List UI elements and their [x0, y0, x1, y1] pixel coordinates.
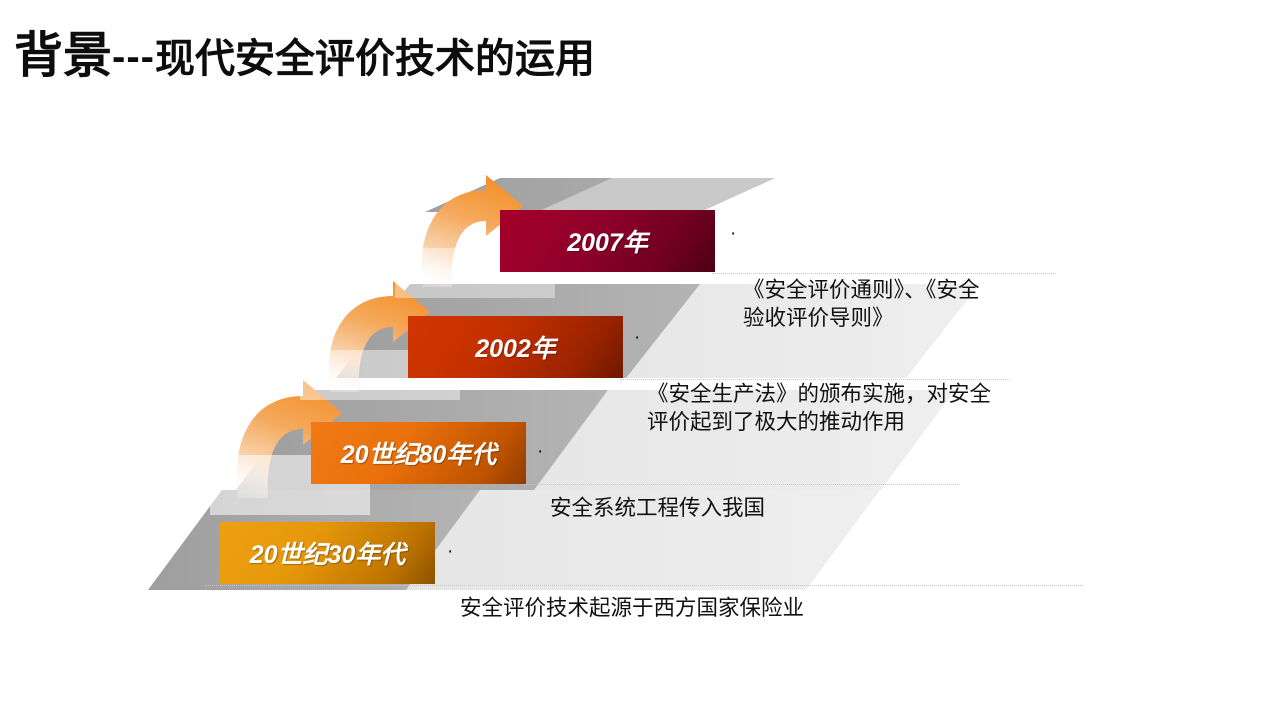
curved-arrow-icon	[328, 281, 430, 392]
bullet-glyph: ·	[730, 223, 737, 244]
page-title: 背景---现代安全评价技术的运用	[14, 26, 595, 84]
page-title-sub: 现代安全评价技术的运用	[154, 37, 595, 81]
step-description-text: 安全评价技术起源于西方国家保险业	[460, 596, 805, 621]
year-badge-label: 20世纪30年代	[249, 541, 406, 569]
step-description-1980s: · 安全系统工程传入我国	[537, 440, 957, 550]
page-title-main: 背景	[14, 29, 113, 83]
curved-arrow-icon	[421, 175, 523, 287]
bullet-glyph: ·	[537, 441, 544, 462]
step-description-text: 安全系统工程传入我国	[550, 496, 766, 521]
year-badge-1980s[interactable]: 20世纪80年代	[311, 422, 526, 484]
page-title-dash: ---	[112, 35, 155, 79]
step-underline	[205, 585, 1083, 586]
step-description-1930s: · 安全评价技术起源于西方国家保险业	[447, 540, 917, 650]
step-description-text: 《安全评价通则》、《安全 验收评价导则》	[743, 278, 980, 330]
step-description-2002: · 《安全生产法》的颁布实施，对安全 评价起到了极大的推动作用	[634, 326, 1014, 464]
step-underline	[712, 273, 1056, 274]
year-badge-2007[interactable]: 2007年	[500, 210, 715, 272]
bullet-glyph: ·	[447, 541, 454, 562]
year-badge-label: 2007年	[567, 229, 648, 257]
bullet-glyph: ·	[634, 327, 641, 348]
year-badge-label: 2002年	[475, 335, 556, 363]
step-underline	[620, 379, 1010, 380]
year-badge-1930s[interactable]: 20世纪30年代	[220, 522, 435, 584]
step-description-2007: · 《安全评价通则》、《安全 验收评价导则》	[730, 222, 1060, 360]
step-underline	[524, 484, 960, 485]
year-badge-label: 20世纪80年代	[340, 441, 497, 469]
step-description-text: 《安全生产法》的颁布实施，对安全 评价起到了极大的推动作用	[647, 382, 992, 434]
year-badge-2002[interactable]: 2002年	[408, 316, 623, 378]
